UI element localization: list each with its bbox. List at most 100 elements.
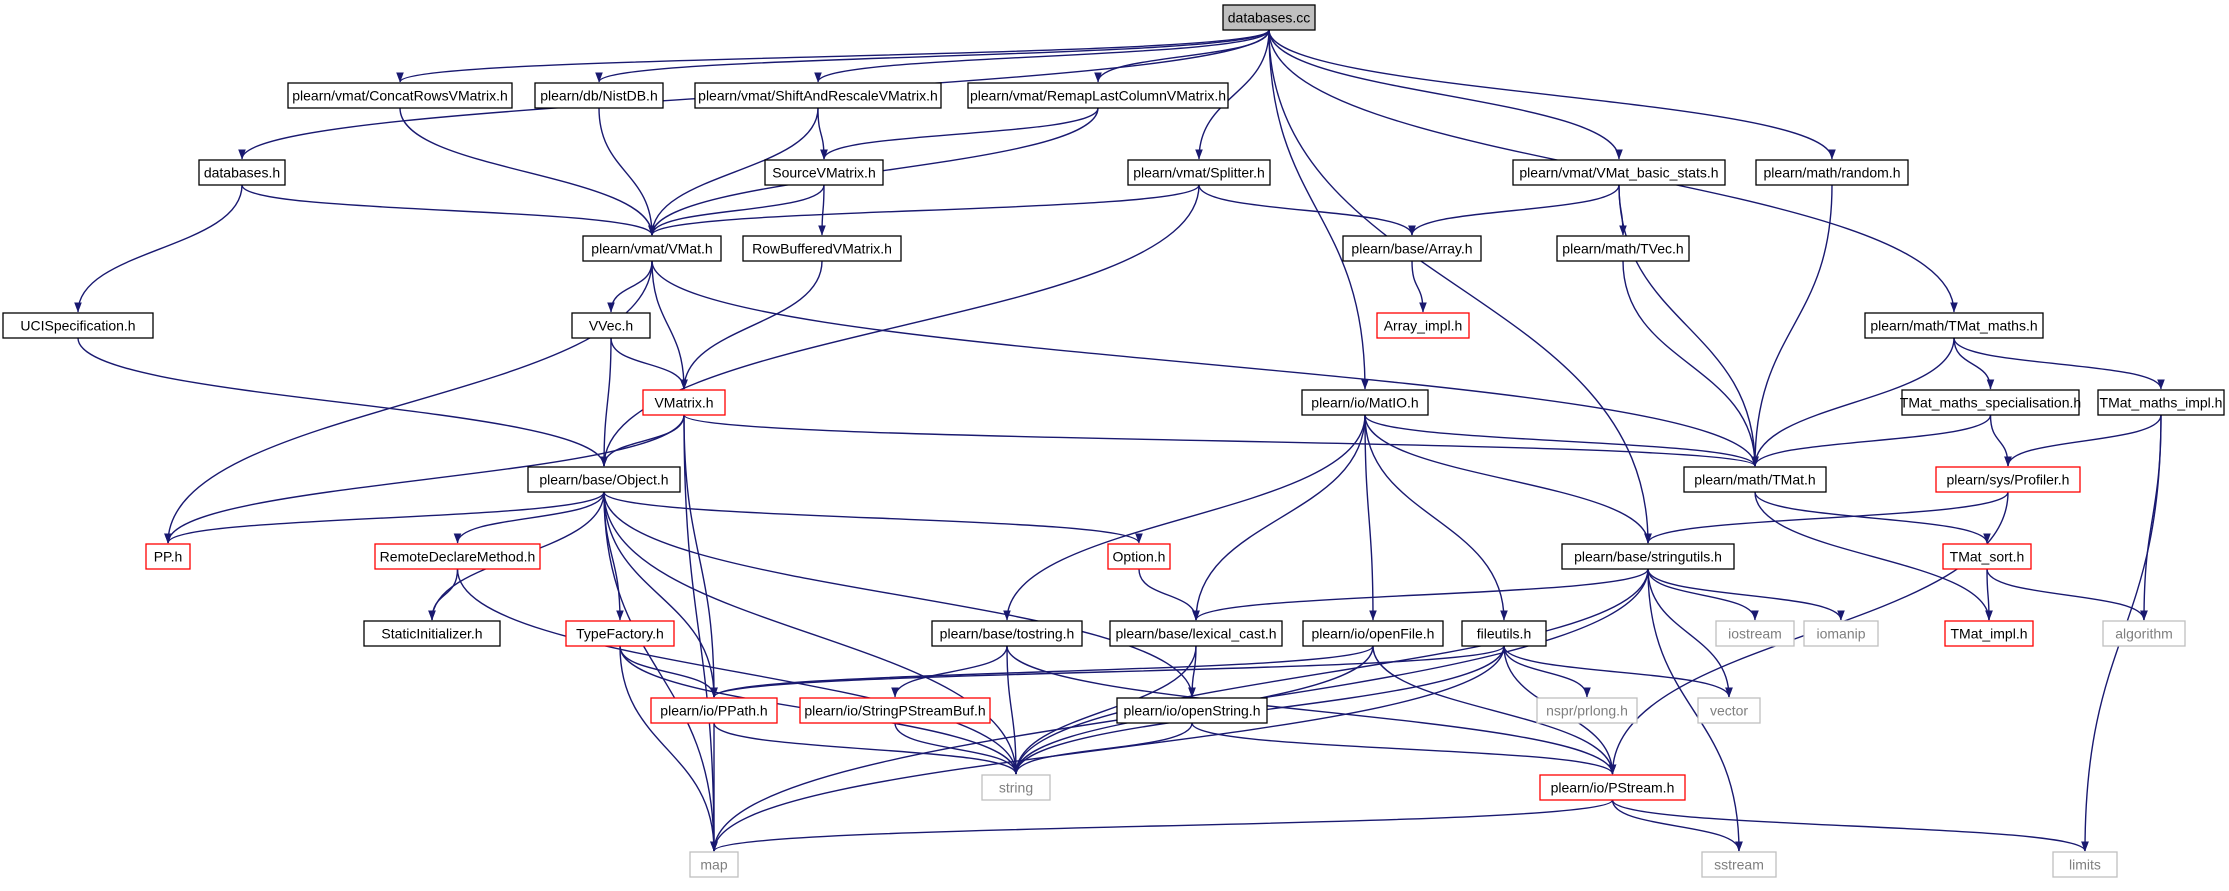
node-databases_h[interactable]: databases.h: [198, 159, 286, 186]
node-staticinit[interactable]: StaticInitializer.h: [363, 620, 501, 647]
node-sstream: sstream: [1701, 851, 1777, 878]
edge-tmatspec-to-profiler: [1989, 414, 2012, 467]
node-box-remotedecl: [374, 543, 541, 570]
node-uci[interactable]: UCISpecification.h: [2, 312, 154, 339]
node-box-pstream: [1539, 774, 1686, 801]
node-shiftrescale[interactable]: plearn/vmat/ShiftAndRescaleVMatrix.h: [694, 82, 942, 109]
node-pstream[interactable]: plearn/io/PStream.h: [1539, 774, 1686, 801]
edge-root-to-random: [1268, 29, 1836, 160]
edge-tmat-to-tmatimpl: [1754, 491, 1993, 621]
node-option[interactable]: Option.h: [1107, 543, 1171, 570]
edge-matio-to-fileutils: [1364, 414, 1508, 621]
node-tmat[interactable]: plearn/math/TMat.h: [1683, 466, 1827, 493]
node-tvec[interactable]: plearn/math/TVec.h: [1556, 235, 1690, 262]
node-tmatsort[interactable]: TMat_sort.h: [1942, 543, 2032, 570]
edge-remotedecl-to-string: [456, 568, 1020, 775]
node-object[interactable]: plearn/base/Object.h: [527, 466, 681, 493]
node-vvec[interactable]: VVec.h: [571, 312, 651, 339]
node-spsbuf[interactable]: plearn/io/StringPStreamBuf.h: [799, 697, 991, 724]
edge-root-to-splitter: [1195, 29, 1270, 160]
edge-tmatsort-to-algorithm: [1986, 568, 2148, 621]
node-pp[interactable]: PP.h: [145, 543, 191, 570]
node-sourcevm[interactable]: SourceVMatrix.h: [764, 159, 884, 186]
node-label-lexcast: plearn/base/lexical_cast.h: [1115, 626, 1276, 642]
node-box-profiler: [1935, 466, 2081, 493]
node-box-string: [981, 774, 1051, 801]
edge-matio-to-lexcast: [1192, 414, 1366, 621]
node-vector: vector: [1697, 697, 1761, 724]
node-label-tmatsort: TMat_sort.h: [1950, 549, 2025, 565]
node-array[interactable]: plearn/base/Array.h: [1342, 235, 1482, 262]
node-label-tmatmathsimpl: TMat_maths_impl.h: [2100, 395, 2223, 411]
node-tmatimpl[interactable]: TMat_impl.h: [1944, 620, 2034, 647]
edge-pstream-to-sstream: [1611, 799, 1743, 852]
node-box-uci: [2, 312, 154, 339]
node-box-random: [1755, 159, 1909, 186]
node-lexcast[interactable]: plearn/base/lexical_cast.h: [1109, 620, 1283, 647]
node-box-root: [1222, 4, 1316, 31]
edge-tostring-to-pstream: [1006, 645, 1617, 775]
edge-fileutils-to-prlong: [1503, 645, 1591, 698]
node-box-ppath: [650, 697, 778, 724]
node-box-tmat: [1683, 466, 1827, 493]
node-label-root: databases.cc: [1228, 10, 1311, 26]
node-stringutils[interactable]: plearn/base/stringutils.h: [1561, 543, 1735, 570]
node-box-tmatspec: [1901, 389, 2080, 416]
node-iomanip: iomanip: [1803, 620, 1879, 647]
node-label-pp: PP.h: [154, 549, 183, 565]
header-nodes: databases.cc plearn/vmat/ConcatRowsVMatri…: [2, 4, 2225, 878]
edge-tmat-to-tmatsort: [1754, 491, 1991, 544]
node-vmatrix[interactable]: VMatrix.h: [642, 389, 726, 416]
node-openfile[interactable]: plearn/io/openFile.h: [1302, 620, 1444, 647]
node-nistdb[interactable]: plearn/db/NistDB.h: [534, 82, 664, 109]
edge-root-to-concat: [396, 29, 1270, 83]
edge-tmatmaths-to-tmatmathsimpl: [1953, 337, 2165, 390]
edge-array-to-arrayimpl: [1411, 260, 1427, 313]
edge-vvec-to-object: [600, 337, 612, 467]
node-remap[interactable]: plearn/vmat/RemapLastColumnVMatrix.h: [967, 82, 1229, 109]
node-label-staticinit: StaticInitializer.h: [381, 626, 482, 642]
node-box-tmatmaths: [1864, 312, 2044, 339]
node-tmatspec[interactable]: TMat_maths_specialisation.h: [1900, 389, 2081, 416]
node-tmatmathsimpl[interactable]: TMat_maths_impl.h: [2097, 389, 2225, 416]
node-label-algorithm: algorithm: [2115, 626, 2173, 642]
node-ppath[interactable]: plearn/io/PPath.h: [650, 697, 778, 724]
node-box-map: [689, 851, 739, 878]
edge-matio-to-openfile: [1364, 414, 1377, 621]
node-algorithm: algorithm: [2102, 620, 2186, 647]
node-box-basicstats: [1512, 159, 1726, 186]
node-tmatmaths[interactable]: plearn/math/TMat_maths.h: [1864, 312, 2044, 339]
node-arrayimpl[interactable]: Array_impl.h: [1376, 312, 1470, 339]
node-matio[interactable]: plearn/io/MatIO.h: [1301, 389, 1429, 416]
node-random[interactable]: plearn/math/random.h: [1755, 159, 1909, 186]
node-openstring[interactable]: plearn/io/openString.h: [1116, 697, 1268, 724]
node-label-rowbuf: RowBufferedVMatrix.h: [752, 241, 892, 257]
node-label-fileutils: fileutils.h: [1477, 626, 1531, 642]
edge-object-to-remotedecl: [453, 491, 605, 544]
node-splitter[interactable]: plearn/vmat/Splitter.h: [1127, 159, 1271, 186]
node-label-sstream: sstream: [1714, 857, 1764, 873]
edge-basicstats-to-array: [1408, 184, 1620, 236]
node-fileutils[interactable]: fileutils.h: [1461, 620, 1547, 647]
edge-remotedecl-to-staticinit: [428, 568, 459, 621]
edge-tmatsort-to-tmatimpl: [1985, 568, 1993, 621]
node-concat[interactable]: plearn/vmat/ConcatRowsVMatrix.h: [287, 82, 513, 109]
node-vmat[interactable]: plearn/vmat/VMat.h: [582, 235, 722, 262]
node-remotedecl[interactable]: RemoteDeclareMethod.h: [374, 543, 541, 570]
node-label-vmat: plearn/vmat/VMat.h: [591, 241, 712, 257]
node-label-tmat: plearn/math/TMat.h: [1694, 472, 1815, 488]
node-basicstats[interactable]: plearn/vmat/VMat_basic_stats.h: [1512, 159, 1726, 186]
node-typefactory[interactable]: TypeFactory.h: [565, 620, 675, 647]
node-tostring[interactable]: plearn/base/tostring.h: [931, 620, 1083, 647]
node-rowbuf[interactable]: RowBufferedVMatrix.h: [742, 235, 902, 262]
node-box-rowbuf: [742, 235, 902, 262]
node-box-algorithm: [2102, 620, 2186, 647]
edge-stringutils-to-lexcast: [1192, 568, 1649, 621]
edge-vmat-to-tmat: [651, 260, 1759, 467]
edge-splitter-to-array: [1198, 184, 1416, 236]
node-profiler[interactable]: plearn/sys/Profiler.h: [1935, 466, 2081, 493]
node-label-vector: vector: [1710, 703, 1748, 719]
edge-stringutils-to-sstream: [1647, 568, 1743, 852]
edge-root-to-nistdb: [595, 29, 1270, 83]
